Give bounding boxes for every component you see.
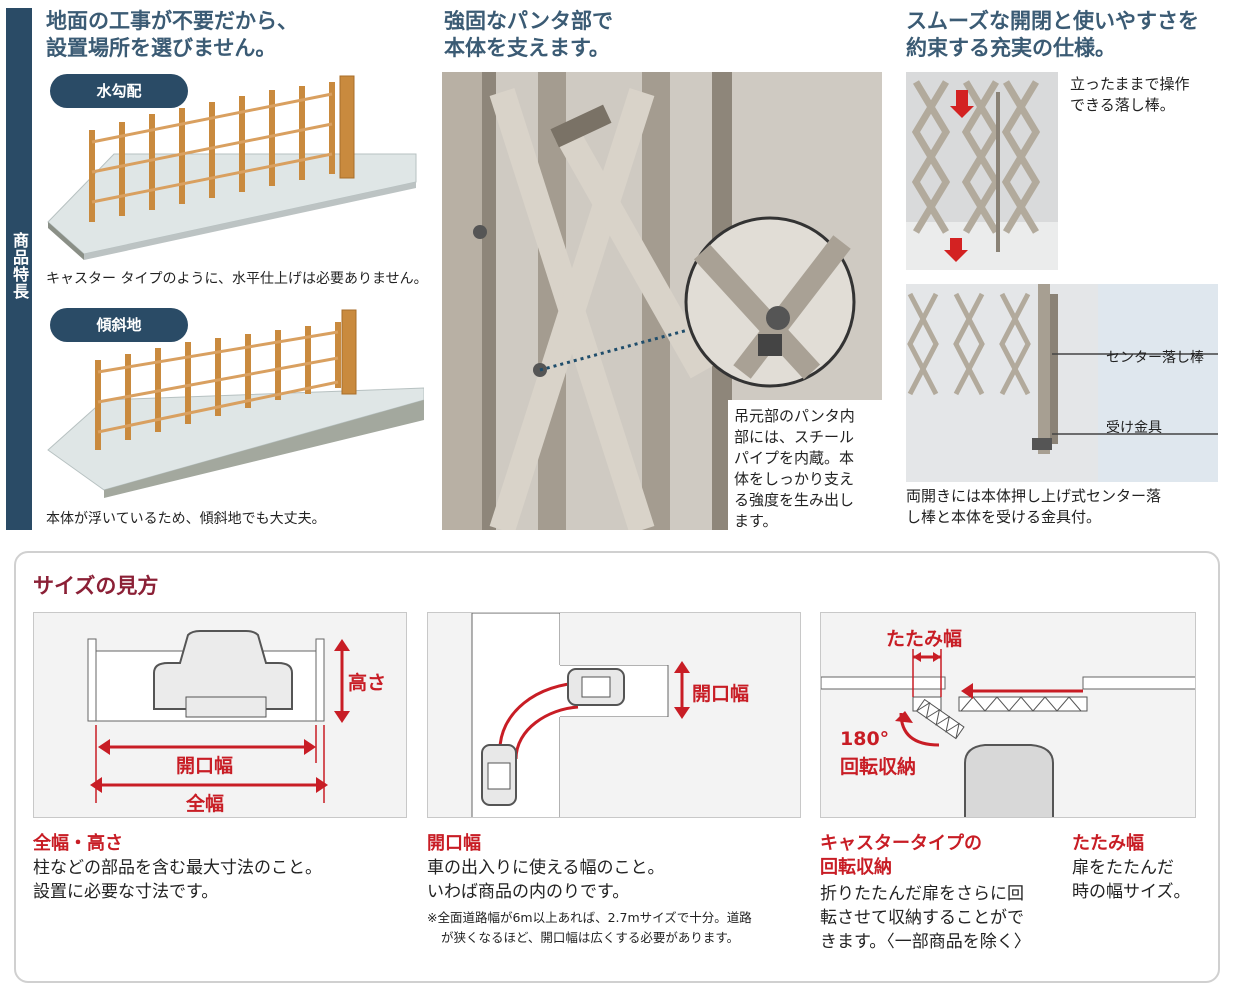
slope-caption: 本体が浮いているため、傾斜地でも大丈夫。 xyxy=(46,511,326,527)
side-label: 商品特長 xyxy=(10,232,29,300)
pantograph-photo xyxy=(442,72,882,530)
opening-width-diagram xyxy=(427,612,801,818)
size-guide-title: サイズの見方 xyxy=(33,574,159,598)
opening-width-label: 開口幅 xyxy=(176,755,234,777)
rotate-label: 回転収納 xyxy=(840,756,917,778)
slope-pill: 傾斜地 xyxy=(50,308,188,342)
fold-heading: たたみ幅 xyxy=(1072,833,1144,854)
rotate-degree: 180° xyxy=(840,728,890,750)
opening-heading: 開口幅 xyxy=(427,833,481,854)
spec-heading: スムーズな開閉と使いやすさを 約束する充実の仕様。 xyxy=(906,9,1199,60)
flat-pill: 水勾配 xyxy=(50,74,188,108)
install-heading: 地面の工事が不要だから、 設置場所を選びません。 xyxy=(46,9,298,60)
fold-body: 扉をたたんだ 時の幅サイズ。 xyxy=(1072,858,1191,902)
spec-caption: 両開きには本体押し上げ式センター落 し棒と本体を受ける金具付。 xyxy=(906,487,1162,526)
flat-caption: キャスター タイプのように、水平仕上げは必要ありません。 xyxy=(46,271,428,287)
receiver-label: 受け金具 xyxy=(1106,420,1162,436)
caster-body: 折りたたんだ扉をさらに回 転させて収納することがで きます。〈一部商品を除く〉 xyxy=(820,884,1031,952)
height-label: 高さ xyxy=(348,672,387,694)
fold-width-label: たたみ幅 xyxy=(886,628,963,650)
pantograph-heading: 強固なパンタ部で 本体を支えます。 xyxy=(444,9,614,60)
slope-gate-illustration xyxy=(47,309,424,498)
total-width-label: 全幅 xyxy=(186,793,225,815)
center-rod-photo xyxy=(906,284,1218,482)
total-width-body: 柱などの部品を含む最大寸法のこと。 設置に必要な寸法です。 xyxy=(33,858,322,902)
opening-body: 車の出入りに使える幅のこと。 いわば商品の内のりです。 xyxy=(427,858,665,902)
opening-label: 開口幅 xyxy=(692,683,750,705)
drop-rod-caption: 立ったままで操作 できる落し棒。 xyxy=(1070,75,1190,114)
center-rod-label: センター落し棒 xyxy=(1106,350,1204,366)
flat-gate-illustration xyxy=(47,75,417,260)
drop-rod-photo xyxy=(906,72,1058,270)
caster-heading: キャスタータイプの 回転収納 xyxy=(820,833,982,878)
total-width-diagram xyxy=(33,612,407,818)
side-band: 商品特長 xyxy=(6,8,32,530)
pantograph-caption: 吊元部のパンタ内 部には、スチール パイプを内蔵。本 体をしっかり支え る強度を… xyxy=(734,407,855,530)
total-width-heading: 全幅・高さ xyxy=(33,833,123,854)
opening-note: ※全面道路幅が6m以上あれば、2.7mサイズで十分。道路 が狭くなるほど、開口幅… xyxy=(427,910,752,945)
fold-width-diagram xyxy=(820,612,1196,818)
